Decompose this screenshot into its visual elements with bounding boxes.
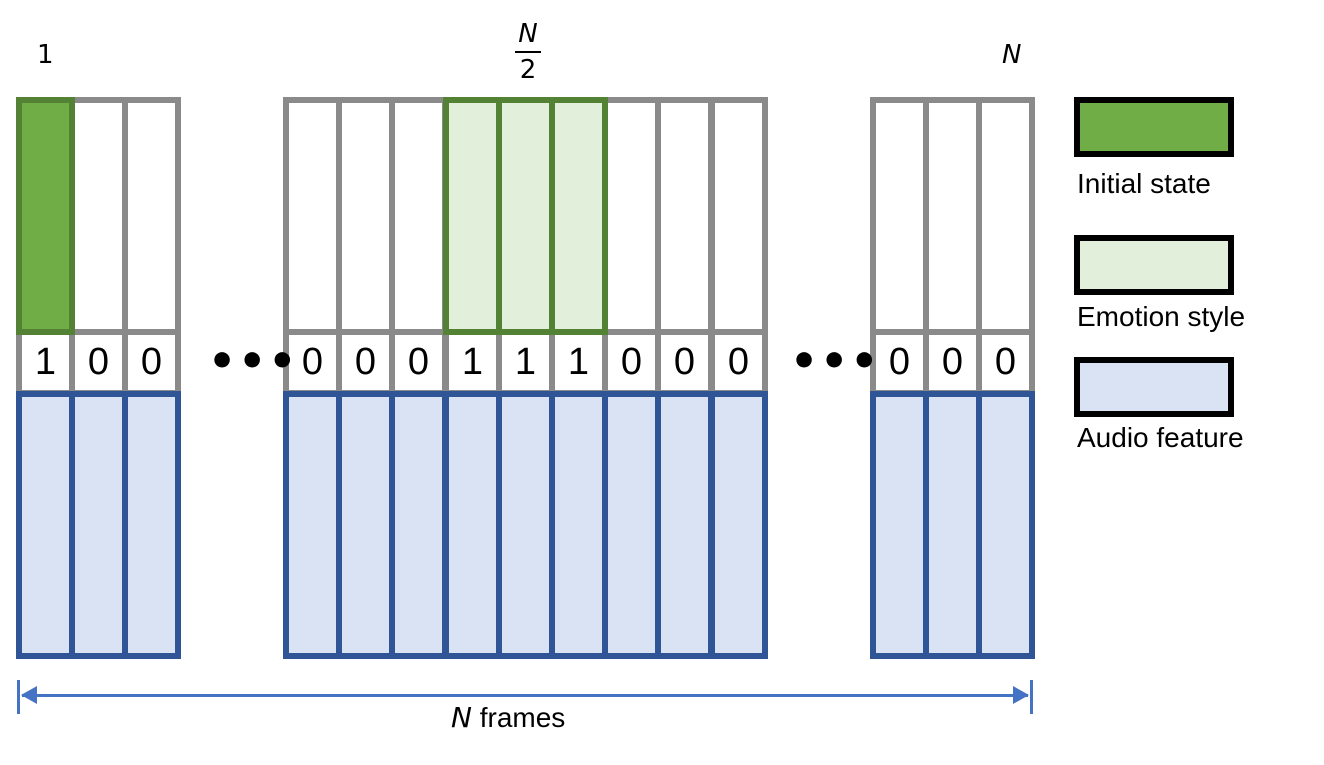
span-arrow-line [22,694,1028,697]
label-mid-denominator: 2 [519,54,537,85]
frame-flag: 0 [342,335,389,390]
frame-cell [655,97,714,335]
span-caption-variable: N [451,701,472,734]
emotion-style-cell [496,97,555,335]
audio-feature-cell [549,391,608,659]
frame-flag: 1 [555,335,602,390]
ellipsis-left: ••• [208,336,299,387]
frame-cell [389,97,448,335]
frame-cell [336,97,395,335]
label-first-frame: 1 [37,40,54,70]
frame-flag: 1 [22,335,69,390]
span-tick-left [17,680,20,714]
frame-flag: 0 [661,335,708,390]
audio-feature-cell [602,391,661,659]
audio-feature-cell [69,391,128,659]
frame-flag: 0 [289,335,336,390]
frame-cell [602,97,661,335]
audio-feature-cell [283,391,342,659]
fraction-bar [515,50,541,53]
frame-cell [709,97,768,335]
audio-feature-cell [709,391,768,659]
audio-feature-cell [443,391,502,659]
legend-swatch-initial-state [1074,97,1234,157]
audio-feature-cell [389,391,448,659]
frame-flag: 0 [929,335,976,390]
span-arrowhead-right [1013,686,1029,704]
frame-flag: 1 [449,335,496,390]
span-tick-right [1030,680,1033,714]
label-last-frame: N [1002,40,1022,70]
frame-cell [122,97,181,335]
frame-flag: 0 [715,335,762,390]
frame-cell [923,97,982,335]
audio-feature-cell [122,391,181,659]
frame-cell [283,97,342,335]
frame-flag: 1 [502,335,549,390]
audio-feature-cell [976,391,1035,659]
frame-flag: 0 [128,335,175,390]
label-mid-numerator: N [518,19,538,49]
legend-swatch-emotion-style [1074,235,1234,295]
audio-feature-cell [336,391,395,659]
audio-feature-cell [655,391,714,659]
legend-swatch-audio-feature [1074,357,1234,417]
frame-cell [976,97,1035,335]
frame-flag: 0 [876,335,923,390]
label-mid-frame: N 2 [515,20,541,84]
emotion-style-cell [549,97,608,335]
frame-flag: 0 [75,335,122,390]
ellipsis-right: ••• [790,336,881,387]
frame-cell [870,97,929,335]
audio-feature-cell [923,391,982,659]
span-arrowhead-left [21,686,37,704]
frame-cell [69,97,128,335]
span-caption: N frames [451,701,565,734]
frame-flag: 0 [395,335,442,390]
initial-state-cell [16,97,75,335]
audio-feature-cell [16,391,75,659]
emotion-style-cell [443,97,502,335]
legend-label-audio-feature: Audio feature [1077,422,1244,453]
frame-flag: 0 [608,335,655,390]
span-caption-text: frames [471,702,566,733]
audio-feature-cell [496,391,555,659]
legend-label-emotion-style: Emotion style [1077,301,1246,332]
frame-flag: 0 [982,335,1029,390]
audio-feature-cell [870,391,929,659]
legend-label-initial-state: Initial state [1077,168,1211,199]
